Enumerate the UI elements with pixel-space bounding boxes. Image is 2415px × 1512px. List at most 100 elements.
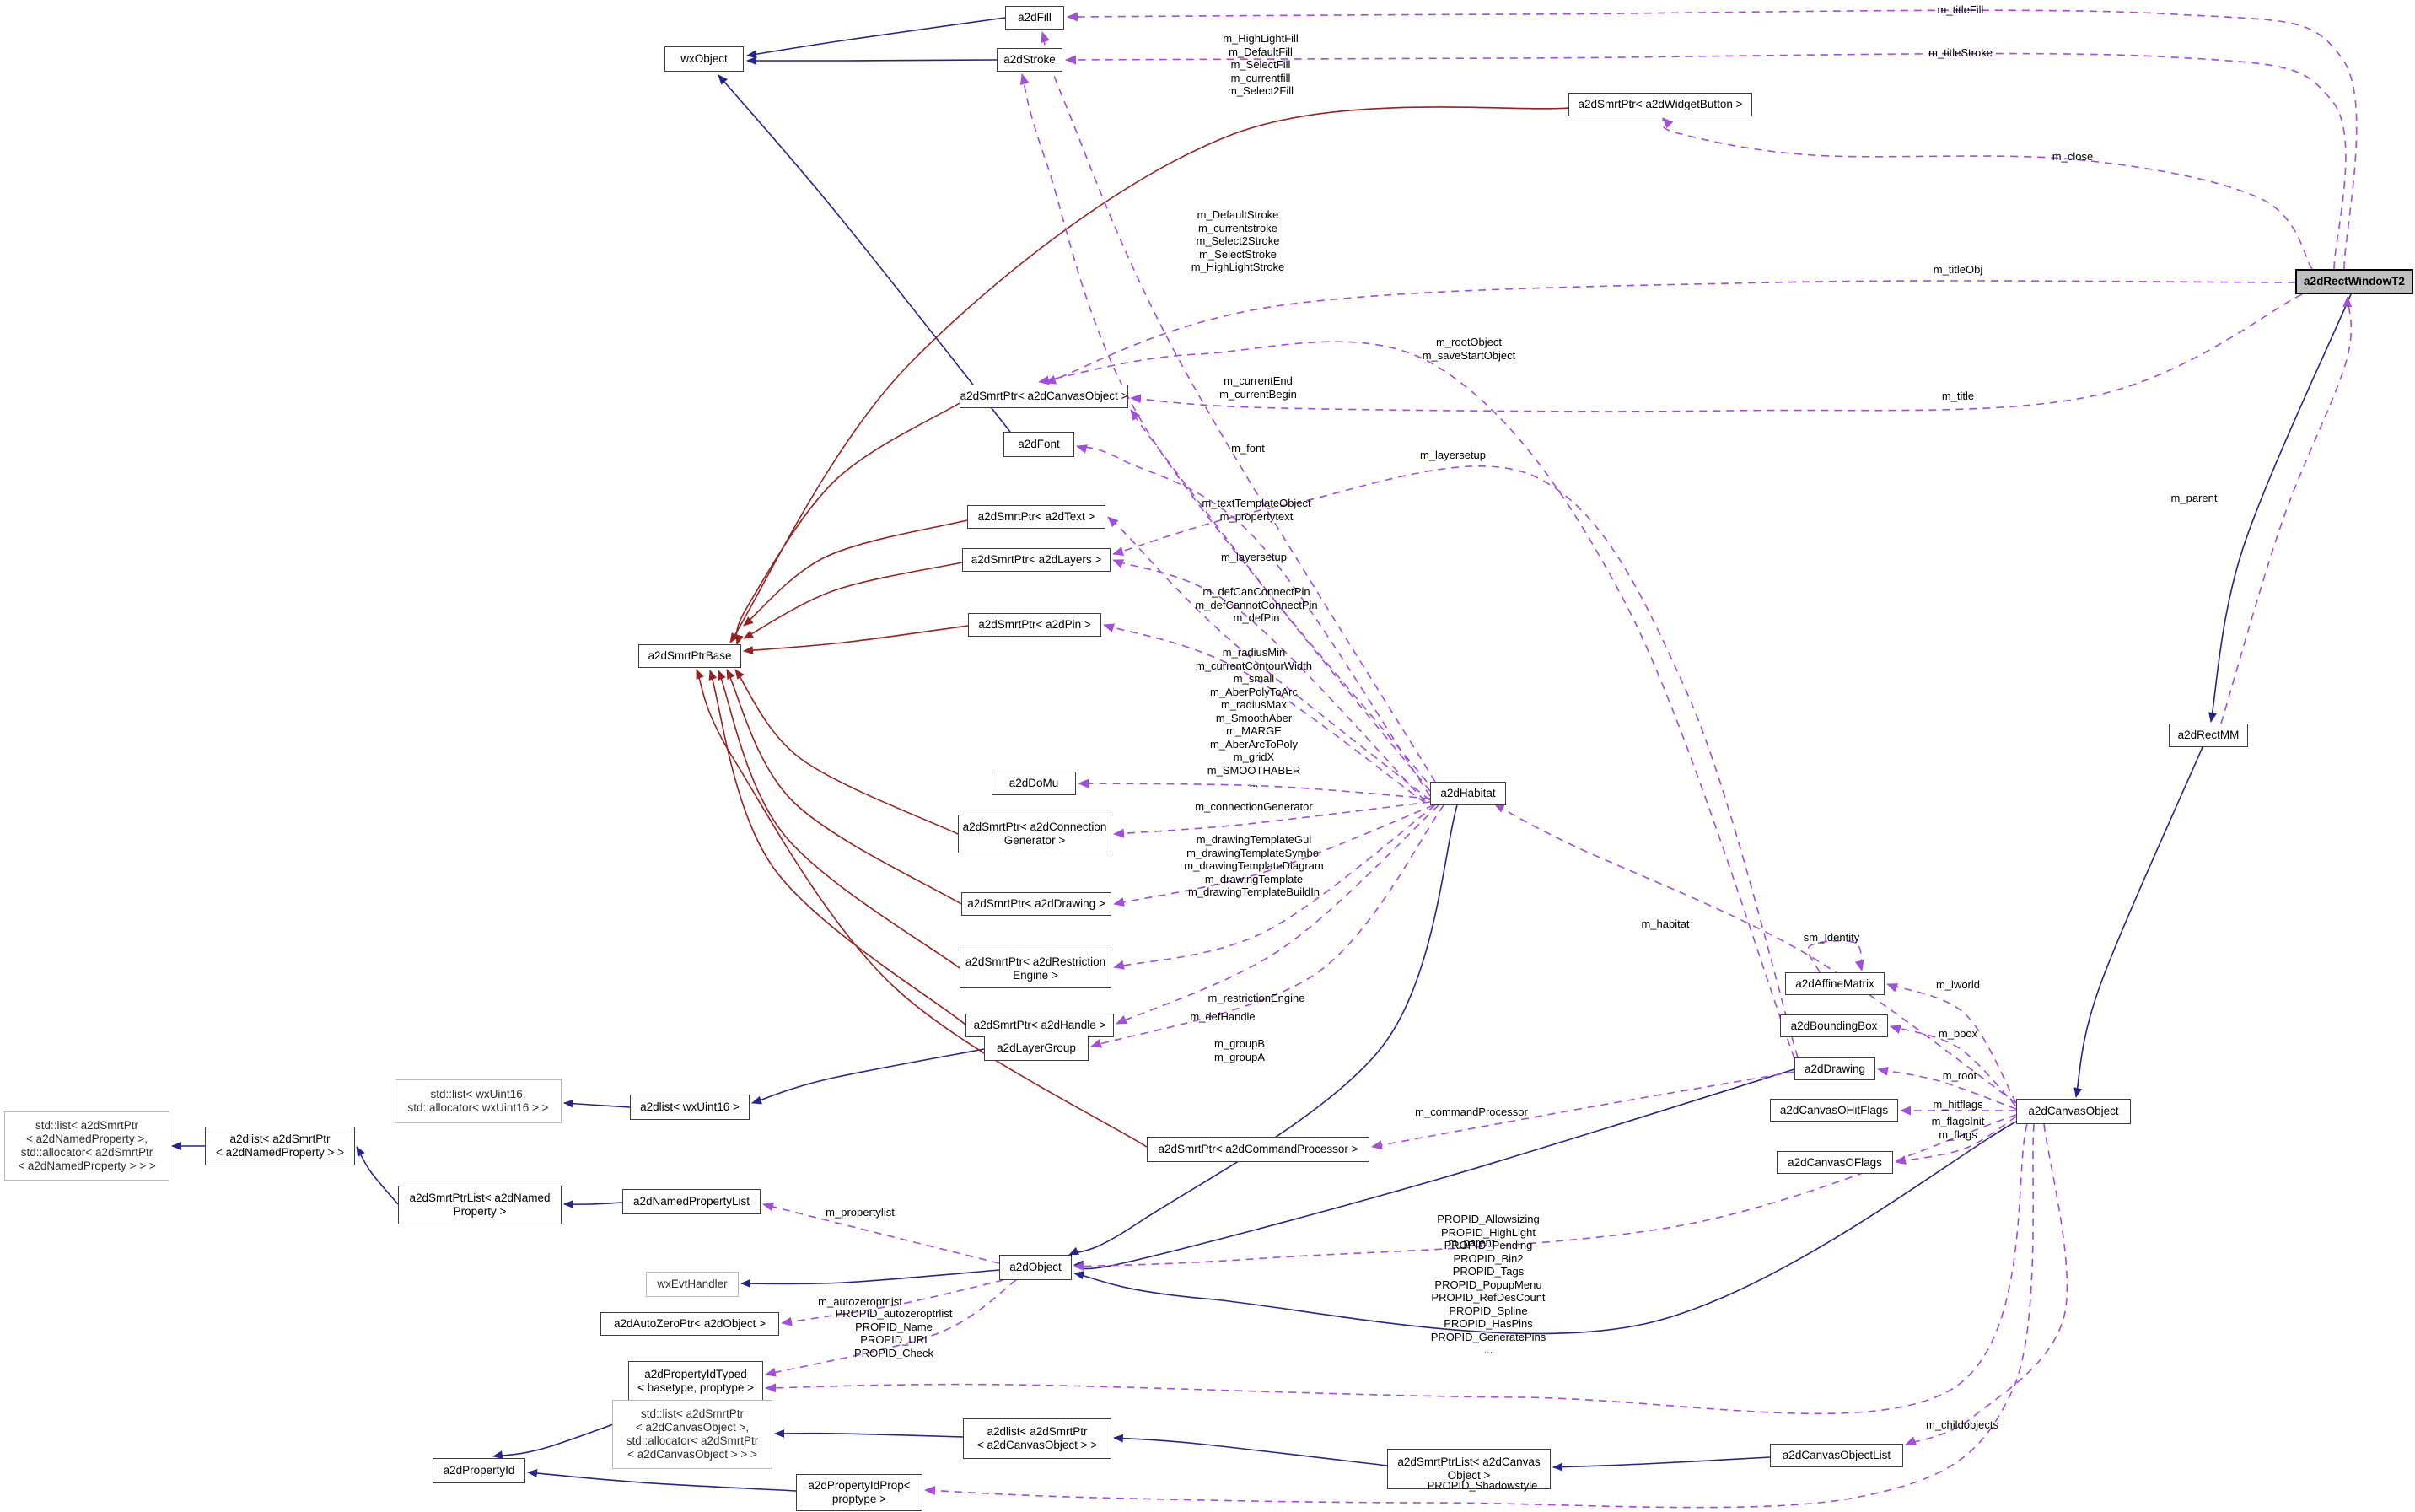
class-node-label: a2dCanvasObject (2028, 1105, 2119, 1117)
class-node-label: std::list< a2dSmrtPtr (641, 1407, 744, 1420)
class-node-label: a2dFill (1018, 11, 1052, 24)
class-node-a2dlist-wxuint16[interactable]: a2dlist< wxUint16 > (630, 1095, 750, 1120)
class-node-a2dBoundingBox[interactable]: a2dBoundingBox (1780, 1014, 1888, 1037)
edge-drawing-to-a2dObject (1073, 1068, 1795, 1270)
class-node-a2dRectWindowT2[interactable]: a2dRectWindowT2 (2295, 269, 2413, 294)
class-node-ptr-commandprocessor[interactable]: a2dSmrtPtr< a2dCommandProcessor > (1147, 1137, 1369, 1162)
class-node-label: a2dNamedPropertyList (632, 1195, 750, 1208)
class-node-label: a2dSmrtPtrBase (648, 649, 732, 662)
edge-ptr-handle-to-base (708, 670, 966, 1025)
class-node-wxObject[interactable]: wxObject (664, 46, 744, 72)
edge-canvasobjectlist-to-smrtptrlist-co (1552, 1456, 1771, 1472)
class-node-a2dRectMM[interactable]: a2dRectMM (2169, 724, 2248, 747)
edge-ptr-canvasobject-to-base (735, 402, 960, 645)
class-node-stdlist-canvasobject[interactable]: std::list< a2dSmrtPtr< a2dCanvasObject >… (612, 1400, 772, 1469)
edge-a2dObject-to-wxEvtHandler (740, 1269, 1000, 1288)
edge-use-title (1130, 293, 2303, 412)
class-node-ptr-drawing[interactable]: a2dSmrtPtr< a2dDrawing > (961, 892, 1111, 916)
class-node-label: wxObject (680, 52, 728, 65)
class-node-a2dPropertyId[interactable]: a2dPropertyId (433, 1458, 525, 1483)
class-node-label: a2dSmrtPtr< a2dCommandProcessor > (1158, 1143, 1358, 1155)
edge-use-defPins (1103, 623, 1426, 804)
class-node-ptr-layers[interactable]: a2dSmrtPtr< a2dLayers > (962, 548, 1111, 572)
class-node-a2dNamedPropertyList[interactable]: a2dNamedPropertyList (622, 1189, 761, 1214)
class-node-a2dObject[interactable]: a2dObject (999, 1255, 1072, 1280)
edge-use-flags (1895, 1116, 2017, 1165)
class-node-label: std::allocator< a2dSmrtPtr (20, 1146, 153, 1159)
edge-use-titleFill (1067, 9, 2358, 270)
class-node-label: a2dSmrtPtr< a2dRestriction (965, 955, 1106, 968)
edge-rectmm-to-canvasobject (2073, 746, 2203, 1098)
class-node-a2dHabitat[interactable]: a2dHabitat (1430, 782, 1506, 805)
class-node-ptr-handle[interactable]: a2dSmrtPtr< a2dHandle > (965, 1014, 1114, 1037)
edge-use-connectionGenerator (1113, 801, 1431, 838)
edge-use-habitat (1493, 803, 2017, 1104)
class-node-a2dCanvasObject[interactable]: a2dCanvasObject (2016, 1099, 2131, 1124)
edge-use-autozeroptrlist (781, 1279, 1004, 1326)
edge-a2dlist-co-to-stdlist-co (774, 1429, 964, 1438)
edge-canvasobject-to-a2dObject (1073, 1121, 2017, 1335)
class-node-a2dFont[interactable]: a2dFont (1003, 432, 1074, 457)
class-node-wxEvtHandler[interactable]: wxEvtHandler (646, 1272, 739, 1297)
edge-use-shadowstyle (924, 1123, 2035, 1509)
class-node-label: a2dSmrtPtr< a2dHandle > (973, 1019, 1106, 1031)
class-node-label: Object > (1447, 1469, 1491, 1482)
class-node-label: a2dAffineMatrix (1795, 977, 1874, 990)
class-node-stdlist-wxuint16[interactable]: std::list< wxUint16,std::allocator< wxUi… (395, 1079, 562, 1123)
class-node-label: a2dAutoZeroPtr< a2dObject > (613, 1317, 766, 1330)
edge-rectwindow-to-rectmm (2208, 293, 2352, 723)
class-node-a2dFill[interactable]: a2dFill (1005, 6, 1064, 30)
class-node-label: std::allocator< wxUint16 > > (407, 1101, 549, 1114)
class-node-a2dStroke[interactable]: a2dStroke (997, 48, 1062, 72)
edge-use-defHandle (1116, 804, 1439, 1025)
class-node-a2dDoMu[interactable]: a2dDoMu (992, 772, 1076, 795)
class-node-label: < a2dNamedProperty > > > (18, 1160, 156, 1172)
class-node-label: a2dCanvasObjectList (1782, 1449, 1891, 1461)
class-node-ptr-pin[interactable]: a2dSmrtPtr< a2dPin > (968, 613, 1101, 637)
edge-use-lworld (1886, 983, 2017, 1104)
class-node-a2dAutoZeroPtr[interactable]: a2dAutoZeroPtr< a2dObject > (600, 1312, 779, 1336)
class-node-label: a2dLayerGroup (997, 1041, 1076, 1054)
edge-use-childobjects (1905, 1123, 2068, 1445)
class-node-a2dPropertyIdTyped[interactable]: a2dPropertyIdTyped< basetype, proptype > (628, 1361, 763, 1402)
class-node-label: a2dSmrtPtr< a2dCanvasObject > (960, 390, 1128, 402)
class-node-label: a2dPropertyId (443, 1464, 515, 1477)
class-node-ptr-canvasobject[interactable]: a2dSmrtPtr< a2dCanvasObject > (960, 385, 1128, 408)
class-node-label: a2dRectWindowT2 (2304, 275, 2405, 288)
class-node-a2dlist-canvasobject[interactable]: a2dlist< a2dSmrtPtr< a2dCanvasObject > > (963, 1418, 1111, 1459)
class-node-ptr-text[interactable]: a2dSmrtPtr< a2dText > (967, 505, 1105, 529)
class-node-a2dCanvasOHitFlags[interactable]: a2dCanvasOHitFlags (1770, 1099, 1898, 1122)
class-node-label: < a2dCanvasObject > > (976, 1439, 1098, 1451)
class-node-stdlist-namedproperty[interactable]: std::list< a2dSmrtPtr< a2dNamedProperty … (4, 1111, 169, 1181)
class-node-label: std::list< wxUint16, (430, 1088, 526, 1100)
class-node-a2dCanvasOFlags[interactable]: a2dCanvasOFlags (1777, 1151, 1893, 1174)
class-node-a2dAffineMatrix[interactable]: a2dAffineMatrix (1785, 972, 1885, 995)
class-node-a2dCanvasObjectList[interactable]: a2dCanvasObjectList (1770, 1444, 1903, 1467)
edge-use-parent-rectmm (2220, 296, 2353, 724)
class-node-label: wxEvtHandler (657, 1278, 728, 1290)
class-node-label: Property > (453, 1205, 507, 1218)
class-node-label: a2dSmrtPtr< a2dConnection (962, 821, 1107, 833)
edge-use-font (1076, 444, 1431, 797)
class-node-label: < a2dNamedProperty >, (25, 1133, 148, 1145)
class-node-label: a2dCanvasOFlags (1788, 1155, 1882, 1169)
class-node-a2dLayerGroup[interactable]: a2dLayerGroup (984, 1036, 1089, 1061)
class-node-label: a2dlist< a2dSmrtPtr (987, 1425, 1088, 1438)
class-node-a2dDrawing[interactable]: a2dDrawing (1794, 1057, 1875, 1080)
edge-ptr-widgetbutton-to-base (729, 106, 1569, 643)
edge-use-bbox (1890, 1025, 2017, 1107)
edge-layergroup-to-a2dlist-wxuint16 (751, 1048, 985, 1105)
class-node-label: a2dPropertyIdProp< (808, 1479, 911, 1492)
edge-use-radius-domu (1078, 778, 1431, 799)
class-node-a2dlist-namedproperty[interactable]: a2dlist< a2dSmrtPtr< a2dNamedProperty > … (205, 1127, 355, 1165)
class-node-a2dPropertyIdProp[interactable]: a2dPropertyIdProp<proptype > (796, 1474, 922, 1511)
class-node-label: a2dHabitat (1440, 787, 1496, 799)
class-node-a2dSmrtPtrBase[interactable]: a2dSmrtPtrBase (638, 644, 741, 668)
class-node-ptr-widgetbutton[interactable]: a2dSmrtPtr< a2dWidgetButton > (1568, 93, 1752, 116)
class-node-label: < a2dCanvasObject >, (635, 1421, 750, 1434)
